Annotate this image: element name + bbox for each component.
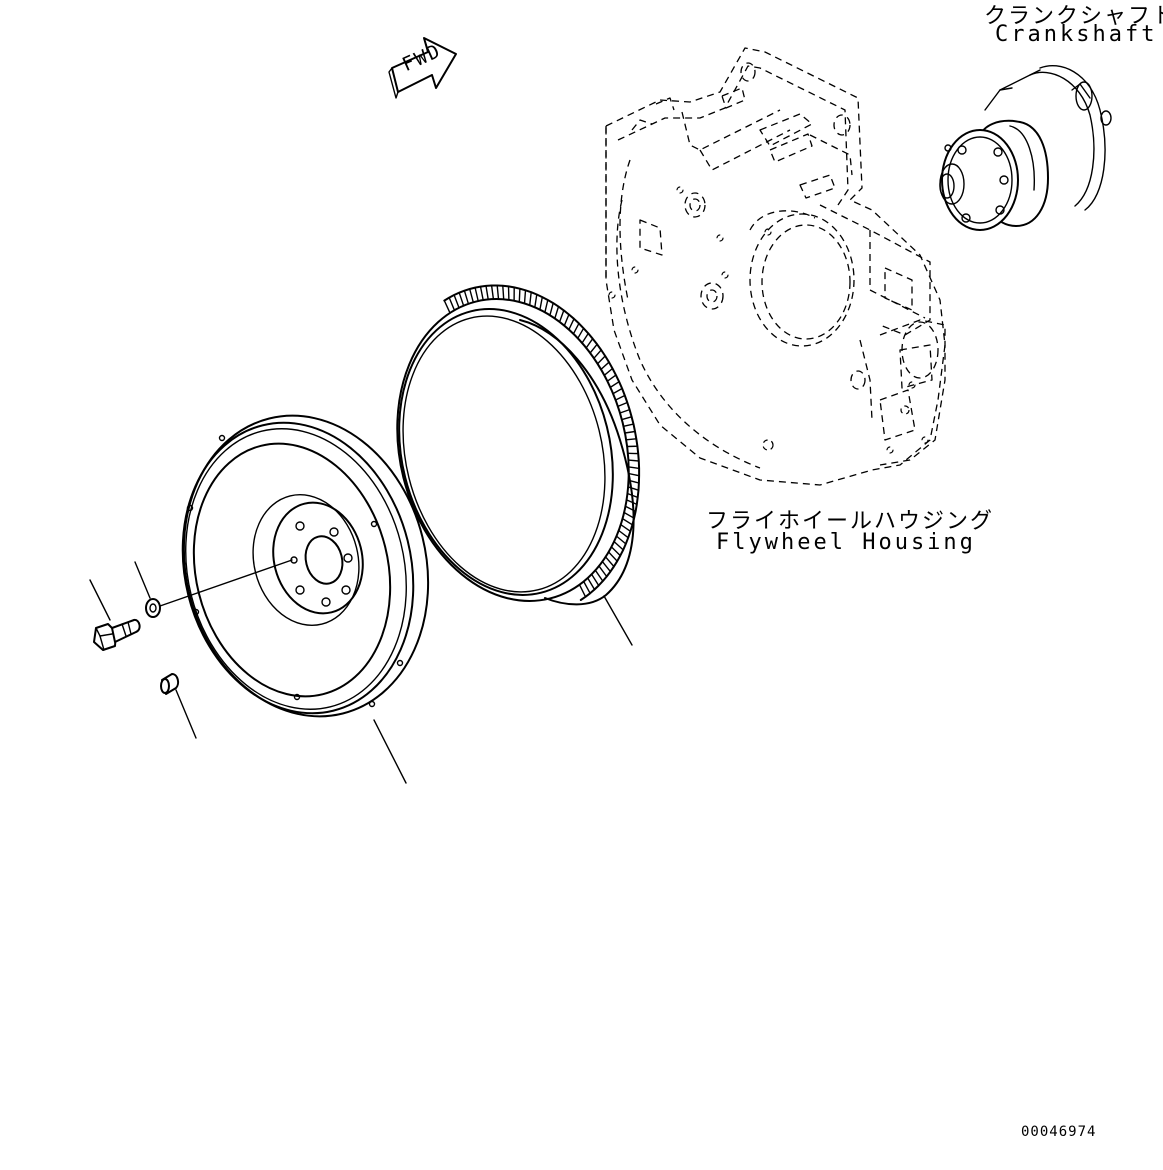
ring-gear-tooth: [613, 540, 624, 551]
flywheel-part: [181, 414, 430, 784]
flywheel-housing-label-en: Flywheel Housing: [716, 530, 976, 555]
ring-gear-tooth: [523, 289, 527, 305]
ring-gear-tooth: [628, 472, 640, 477]
ring-gear-tooth: [623, 511, 635, 519]
ring-gear-tooth: [600, 361, 610, 371]
ring-gear-tooth: [578, 584, 587, 598]
ring-gear-tooth: [593, 349, 602, 359]
ring-gear-tooth: [609, 381, 620, 389]
flywheel-housing-label-jp: フライホイールハウジング: [706, 509, 995, 534]
crankshaft-part: [939, 64, 1112, 231]
ring-gear-tooth: [585, 338, 594, 349]
dowel-pin-part: [160, 673, 197, 739]
ring-gear-tooth: [549, 302, 554, 316]
ring-gear-tooth: [490, 284, 495, 300]
ring-gear-tooth: [603, 367, 614, 376]
drawing-number: 00046974: [1021, 1124, 1097, 1140]
ring-gear-tooth: [617, 401, 628, 408]
ring-gear-tooth: [577, 327, 585, 339]
ring-gear-tooth: [558, 309, 565, 323]
ring-gear-tooth: [572, 322, 580, 335]
ring-gear-tooth: [614, 394, 626, 401]
ring-gear-tooth: [606, 374, 617, 382]
ring-gear-tooth: [469, 288, 474, 303]
ring-gear-tooth: [568, 318, 575, 331]
ring-gear-tooth: [583, 580, 591, 594]
ring-gear-tooth: [518, 288, 521, 303]
ring-gear-tooth: [618, 529, 629, 539]
flywheel-housing-part: [605, 47, 946, 486]
ring-gear-tooth: [621, 416, 633, 421]
ring-gear-tooth: [619, 408, 631, 414]
ring-gear-tooth: [624, 505, 637, 513]
crankshaft-label-en: Crankshaft: [995, 22, 1158, 47]
fwd-arrow: [388, 37, 457, 99]
ring-gear-tooth: [479, 285, 484, 301]
ring-gear-tooth: [620, 523, 632, 532]
bolt-part: [89, 579, 141, 651]
ring-gear-tooth: [563, 313, 570, 327]
ring-gear-tooth: [581, 332, 589, 344]
ring-gear-tooth: [596, 355, 606, 365]
ring-gear-tooth: [453, 294, 460, 309]
ring-gear-tooth: [544, 299, 549, 313]
ring-gear-teeth: [443, 284, 641, 601]
ring-gear-tooth: [621, 517, 634, 526]
ring-gear-tooth: [627, 486, 640, 491]
ring-gear-tooth: [615, 535, 627, 545]
ring-gear-tooth: [622, 423, 635, 427]
ring-gear-tooth: [458, 292, 465, 307]
ring-gear-tooth: [598, 565, 608, 578]
ring-gear-tooth: [594, 569, 604, 582]
crankshaft-label-jp: クランクシャフト: [984, 4, 1163, 29]
ring-gear-tooth: [502, 285, 505, 300]
washer-part: [134, 559, 293, 618]
ring-gear-tooth: [610, 546, 621, 557]
ring-gear-tooth: [607, 551, 618, 562]
ring-gear-tooth: [627, 479, 640, 484]
ring-gear-tooth: [626, 492, 639, 499]
ring-gear-tooth: [590, 573, 600, 587]
ring-gear-tooth: [474, 286, 479, 302]
ring-gear-tooth: [589, 343, 598, 354]
ring-gear-tooth: [627, 459, 640, 462]
ring-gear-tooth: [529, 291, 532, 306]
ring-gear-part: [396, 284, 641, 646]
ring-gear-tooth: [625, 499, 638, 506]
ring-gear-tooth: [624, 430, 636, 434]
ring-gear-tooth: [534, 293, 538, 308]
ring-gear-tooth: [625, 438, 637, 441]
ring-gear-tooth: [485, 285, 489, 301]
ring-gear-tooth: [463, 290, 470, 305]
ring-gear-tooth: [612, 387, 623, 395]
ring-gear-tooth: [448, 296, 456, 311]
ring-gear-tooth: [496, 284, 500, 300]
ring-gear-tooth: [601, 560, 612, 573]
ring-gear-tooth: [443, 299, 451, 314]
ring-gear-tooth: [539, 296, 543, 311]
ring-gear-tooth: [628, 466, 640, 470]
ring-gear-tooth: [604, 556, 615, 568]
ring-gear-tooth: [554, 305, 560, 320]
ring-gear-outer-edge: [443, 284, 641, 601]
ring-gear-tooth: [587, 577, 596, 591]
